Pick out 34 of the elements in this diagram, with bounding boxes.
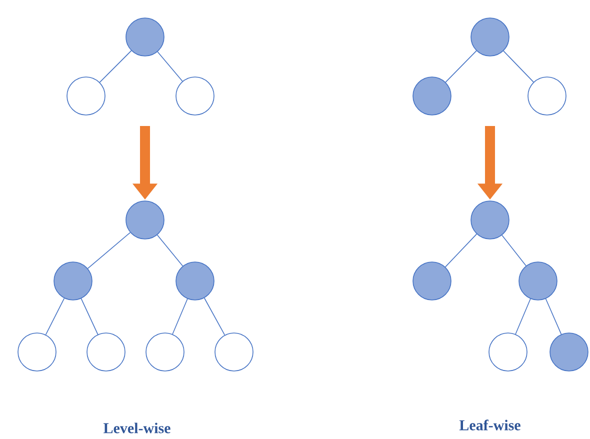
caption: Leaf-wise [459,420,520,430]
filled-circle [54,262,92,300]
filled-circle [470,200,510,240]
empty-circle [86,332,126,372]
tree-line [444,234,478,268]
filled-circle [518,262,558,300]
tree-line [515,298,531,335]
empty-circle [214,332,254,372]
tree-line [445,50,477,83]
empty-circle [18,332,56,372]
tree-line [503,50,534,82]
tree-line [172,298,188,335]
filled-circle [126,18,164,56]
empty-circle [528,76,566,116]
empty-circle [488,332,528,372]
empty-circle [66,76,106,116]
filled-circle [412,76,452,116]
tree-line [502,234,526,266]
tree-line [157,51,183,82]
filled-circle [176,262,214,300]
tree-line [204,298,226,336]
tree-line [156,234,184,266]
filled-circle [550,332,588,372]
empty-circle [146,332,184,372]
empty-circle [176,76,214,116]
tree-line [87,232,131,269]
filled-circle [470,18,510,56]
tree-line [80,298,98,335]
filled-circle [126,200,164,240]
filled-circle [412,262,452,300]
caption: Level-wise [104,422,170,434]
tree-line [99,50,132,83]
tree-line [545,298,562,335]
tree-line [45,298,65,336]
